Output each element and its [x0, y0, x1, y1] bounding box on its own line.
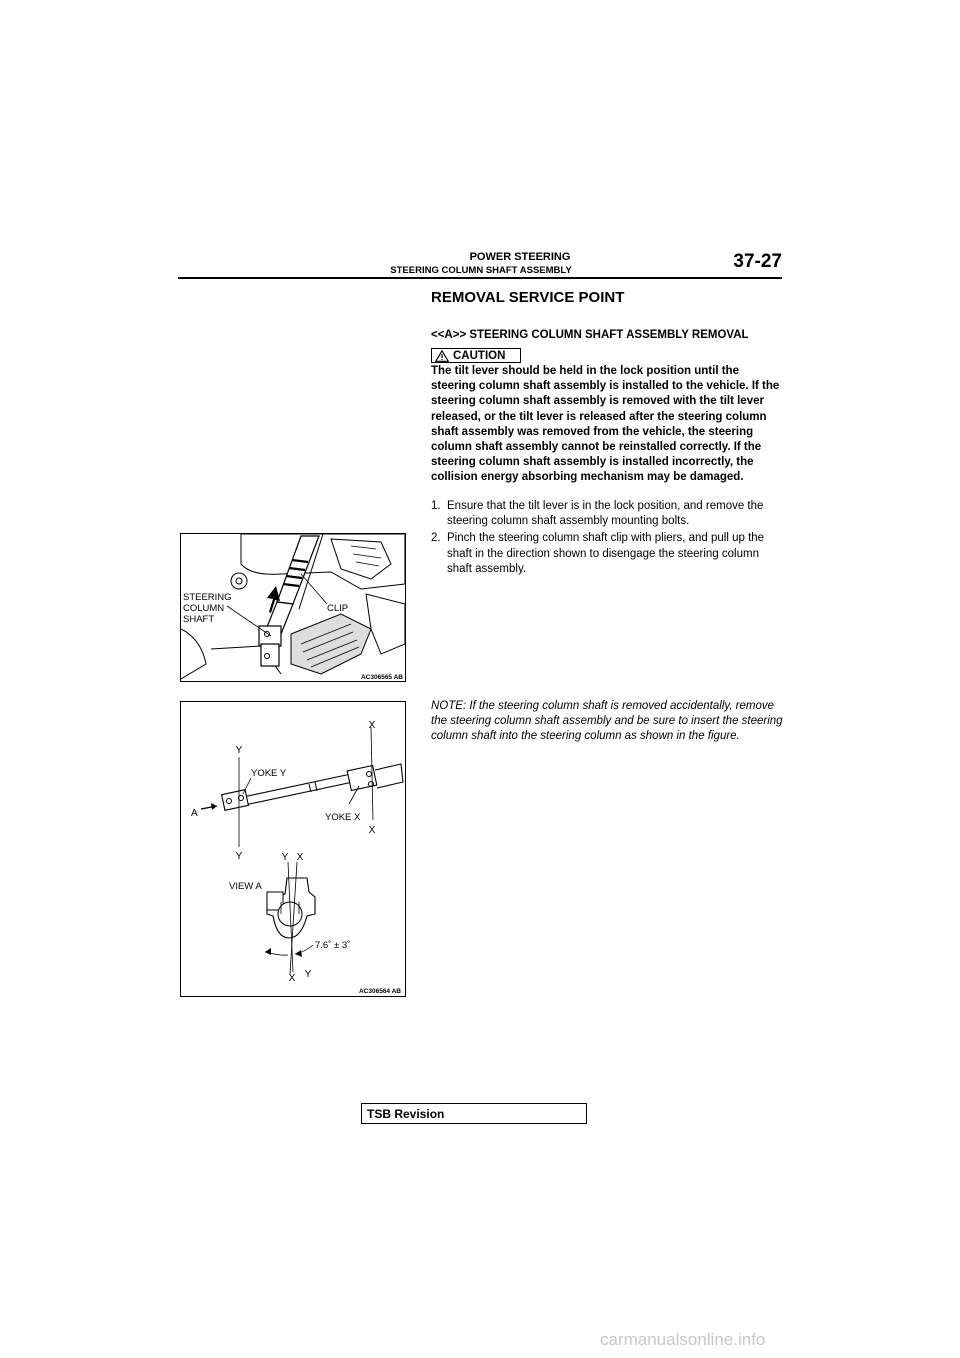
step-item: 1. Ensure that the tilt lever is in the … [431, 499, 783, 529]
illustration-yoke-orientation: X Y YOKE Y A YOKE X X Y Y X VIEW A 7.6˚ … [191, 720, 404, 995]
section-subtitle: STEERING COLUMN SHAFT ASSEMBLY [390, 265, 572, 276]
procedure-steps: 1. Ensure that the tilt lever is in the … [431, 499, 783, 579]
label-y-top: Y [236, 745, 243, 756]
note-text: NOTE: If the steering column shaft is re… [431, 700, 783, 743]
figure-yoke-orientation: X Y YOKE Y A YOKE X X Y Y X VIEW A 7.6˚ … [180, 701, 406, 997]
label-shaft: SHAFT [183, 614, 214, 625]
label-x-top: X [369, 720, 376, 731]
tsb-revision-box: TSB Revision [361, 1103, 587, 1124]
step-item: 2. Pinch the steering column shaft clip … [431, 531, 783, 577]
label-view-x-bottom: X [289, 973, 296, 984]
caution-text: The tilt lever should be held in the loc… [431, 365, 780, 484]
caution-label: CAUTION [453, 350, 506, 362]
procedure-title: <<A>> STEERING COLUMN SHAFT ASSEMBLY REM… [431, 329, 749, 341]
step-text: Ensure that the tilt lever is in the loc… [447, 500, 764, 528]
label-yoke-x: YOKE X [325, 812, 361, 823]
warning-triangle-icon [435, 350, 449, 362]
figure-shaft-removal: STEERING COLUMN SHAFT CLIP AC306565 AB [180, 533, 406, 682]
caution-badge: CAUTION [431, 348, 521, 363]
figure-code: AC306564 AB [359, 988, 401, 995]
label-column: COLUMN [183, 603, 224, 614]
label-angle: 7.6˚ ± 3˚ [315, 940, 350, 951]
header-rule [178, 277, 782, 279]
label-x-bottom: X [369, 825, 376, 836]
label-steering: STEERING [183, 592, 232, 603]
step-text: Pinch the steering column shaft clip wit… [447, 532, 765, 575]
label-yoke-y: YOKE Y [251, 768, 287, 779]
label-view-x: X [297, 852, 304, 863]
label-y-bottom: Y [236, 851, 243, 862]
step-number: 2. [431, 532, 441, 545]
illustration-shaft-removal: STEERING COLUMN SHAFT CLIP AC306565 AB [180, 533, 406, 681]
chapter-title: POWER STEERING [469, 251, 571, 263]
label-view-y-bottom: Y [305, 969, 312, 980]
watermark: carmanualsonline.info [600, 1330, 766, 1349]
section-title: REMOVAL SERVICE POINT [431, 289, 625, 306]
page-number: 37-27 [733, 251, 782, 272]
label-view-a: VIEW A [229, 881, 262, 892]
figure-code: AC306565 AB [361, 674, 403, 681]
label-view-arrow-a: A [191, 808, 198, 819]
label-view-y: Y [282, 852, 289, 863]
step-number: 1. [431, 500, 441, 512]
tsb-revision-label: TSB Revision [367, 1107, 445, 1121]
label-clip: CLIP [327, 603, 348, 614]
